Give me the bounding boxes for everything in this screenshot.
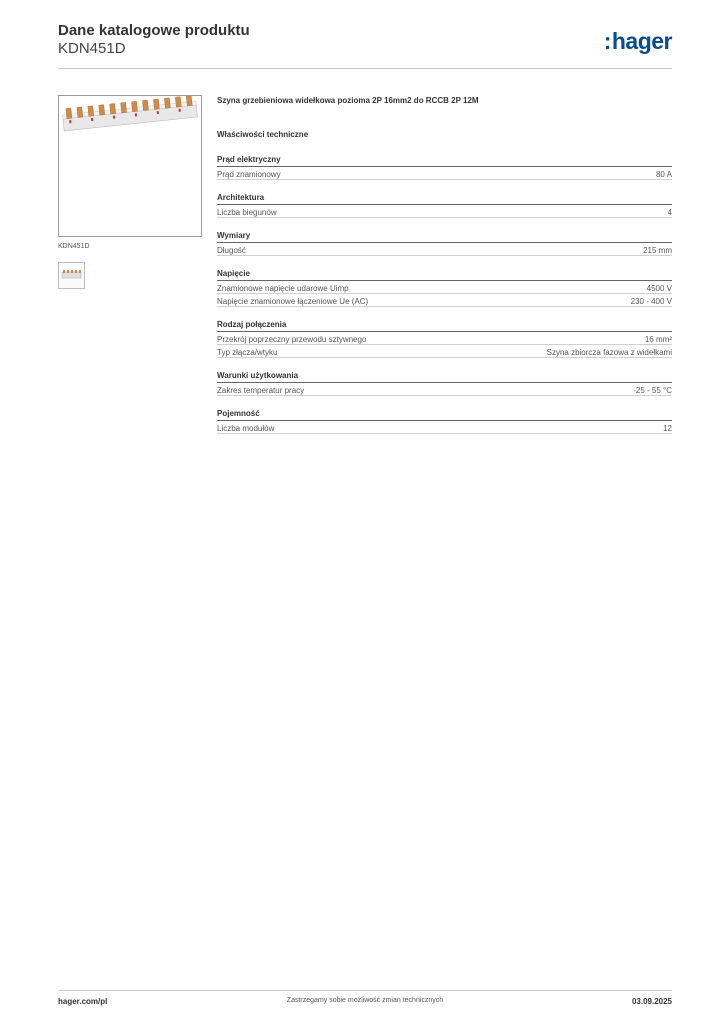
footer-disclaimer: Zastrzegamy sobie możliwość zmian techni…: [286, 997, 444, 1004]
property-value: 12: [663, 424, 672, 433]
property-label: Długość: [217, 246, 246, 255]
property-row: Liczba modułów 12: [217, 421, 672, 434]
property-value: 215 mm: [643, 246, 672, 255]
section-title: Warunki użytkowania: [217, 371, 672, 383]
product-code: KDN451D: [58, 40, 126, 57]
product-details: Szyna grzebieniowa widełkowa pozioma 2P …: [217, 95, 672, 434]
property-row: Przekrój poprzeczny przewodu sztywnego 16…: [217, 332, 672, 345]
product-image: [58, 95, 202, 237]
property-value: -25 - 55 °C: [633, 386, 672, 395]
busbar-product-image: [62, 95, 198, 132]
property-label: Prąd znamionowy: [217, 170, 281, 179]
header-divider: [58, 68, 672, 69]
section-title: Wymiary: [217, 231, 672, 243]
hager-logo: :hager: [603, 28, 673, 54]
property-row: Napięcie znamionowe łączeniowe Ue (AC) 23…: [217, 294, 672, 307]
product-description: Szyna grzebieniowa widełkowa pozioma 2P …: [217, 96, 479, 105]
property-label: Typ złącza/wtyku: [217, 348, 278, 357]
property-row: Długość 215 mm: [217, 243, 672, 256]
property-value: 16 mm²: [644, 335, 672, 344]
section-title: Napięcie: [217, 269, 672, 281]
property-label: Znamionowe napięcie udarowe Uimp: [217, 284, 349, 293]
section-title: Rodzaj połączenia: [217, 320, 672, 332]
property-row: Liczba biegunów 4: [217, 205, 672, 218]
property-label: Zakres temperatur pracy: [217, 386, 305, 395]
section-title: Pojemność: [217, 409, 672, 421]
page-header: Dane katalogowe produktu KDN451D :hager: [58, 22, 673, 58]
property-label: Przekrój poprzeczny przewodu sztywnego: [217, 335, 367, 344]
property-value: 4500 V: [646, 284, 672, 293]
property-label: Liczba modułów: [217, 424, 275, 433]
property-value: 230 - 400 V: [630, 297, 672, 306]
property-row: Typ złącza/wtyku Szyna zbiorcza fazowa z …: [217, 345, 672, 358]
property-value: 80 A: [655, 170, 672, 179]
property-label: Napięcie znamionowe łączeniowe Ue (AC): [217, 297, 369, 306]
thumbnail-image-icon: [61, 270, 82, 279]
footer-date: 03.09.2025: [631, 997, 672, 1006]
property-row: Znamionowe napięcie udarowe Uimp 4500 V: [217, 281, 672, 294]
footer-website-link[interactable]: hager.com/pl: [58, 997, 108, 1006]
image-caption: KDN451D: [58, 243, 90, 250]
footer-divider: [58, 990, 672, 991]
section-title: Prąd elektryczny: [217, 155, 672, 167]
property-row: Zakres temperatur pracy -25 - 55 °C: [217, 383, 672, 396]
property-row: Prąd znamionowy 80 A: [217, 167, 672, 180]
property-value: 4: [667, 208, 672, 217]
logo-text: hager: [611, 28, 673, 54]
property-value: Szyna zbiorcza fazowa z widełkami: [546, 348, 672, 357]
properties-heading: Właściwości techniczne: [217, 130, 309, 139]
product-thumbnail[interactable]: [58, 262, 85, 289]
section-title: Architektura: [217, 193, 672, 205]
page-title: Dane katalogowe produktu: [58, 22, 250, 39]
property-label: Liczba biegunów: [217, 208, 277, 217]
